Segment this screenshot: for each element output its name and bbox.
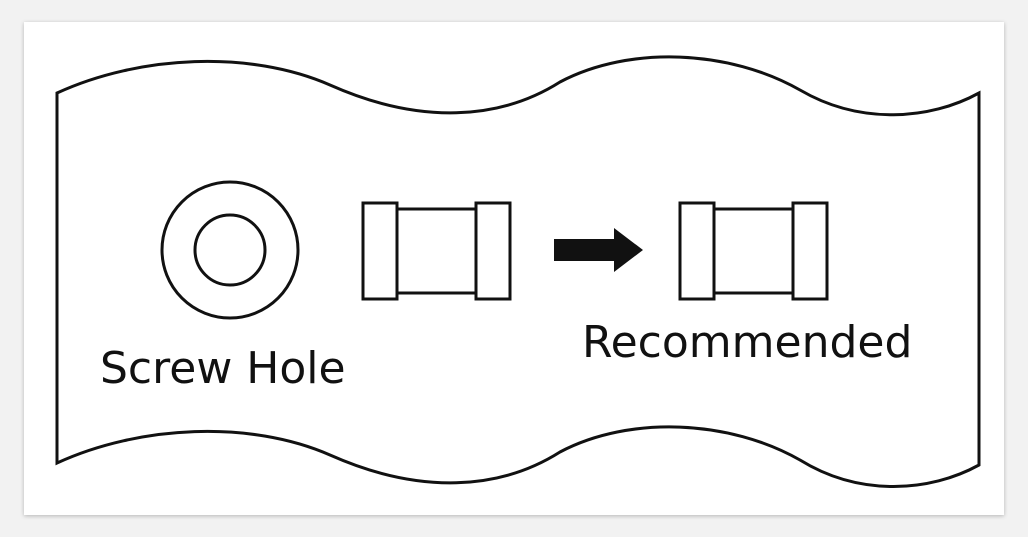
screw-hole-label: Screw Hole xyxy=(100,343,346,394)
board-outline xyxy=(55,55,981,488)
arrow-right-icon xyxy=(554,228,643,272)
recommended-label: Recommended xyxy=(582,317,912,368)
screw-hole-icon xyxy=(160,180,300,320)
recommended-standoff-icon xyxy=(678,201,829,301)
standoff-icon xyxy=(361,201,512,301)
